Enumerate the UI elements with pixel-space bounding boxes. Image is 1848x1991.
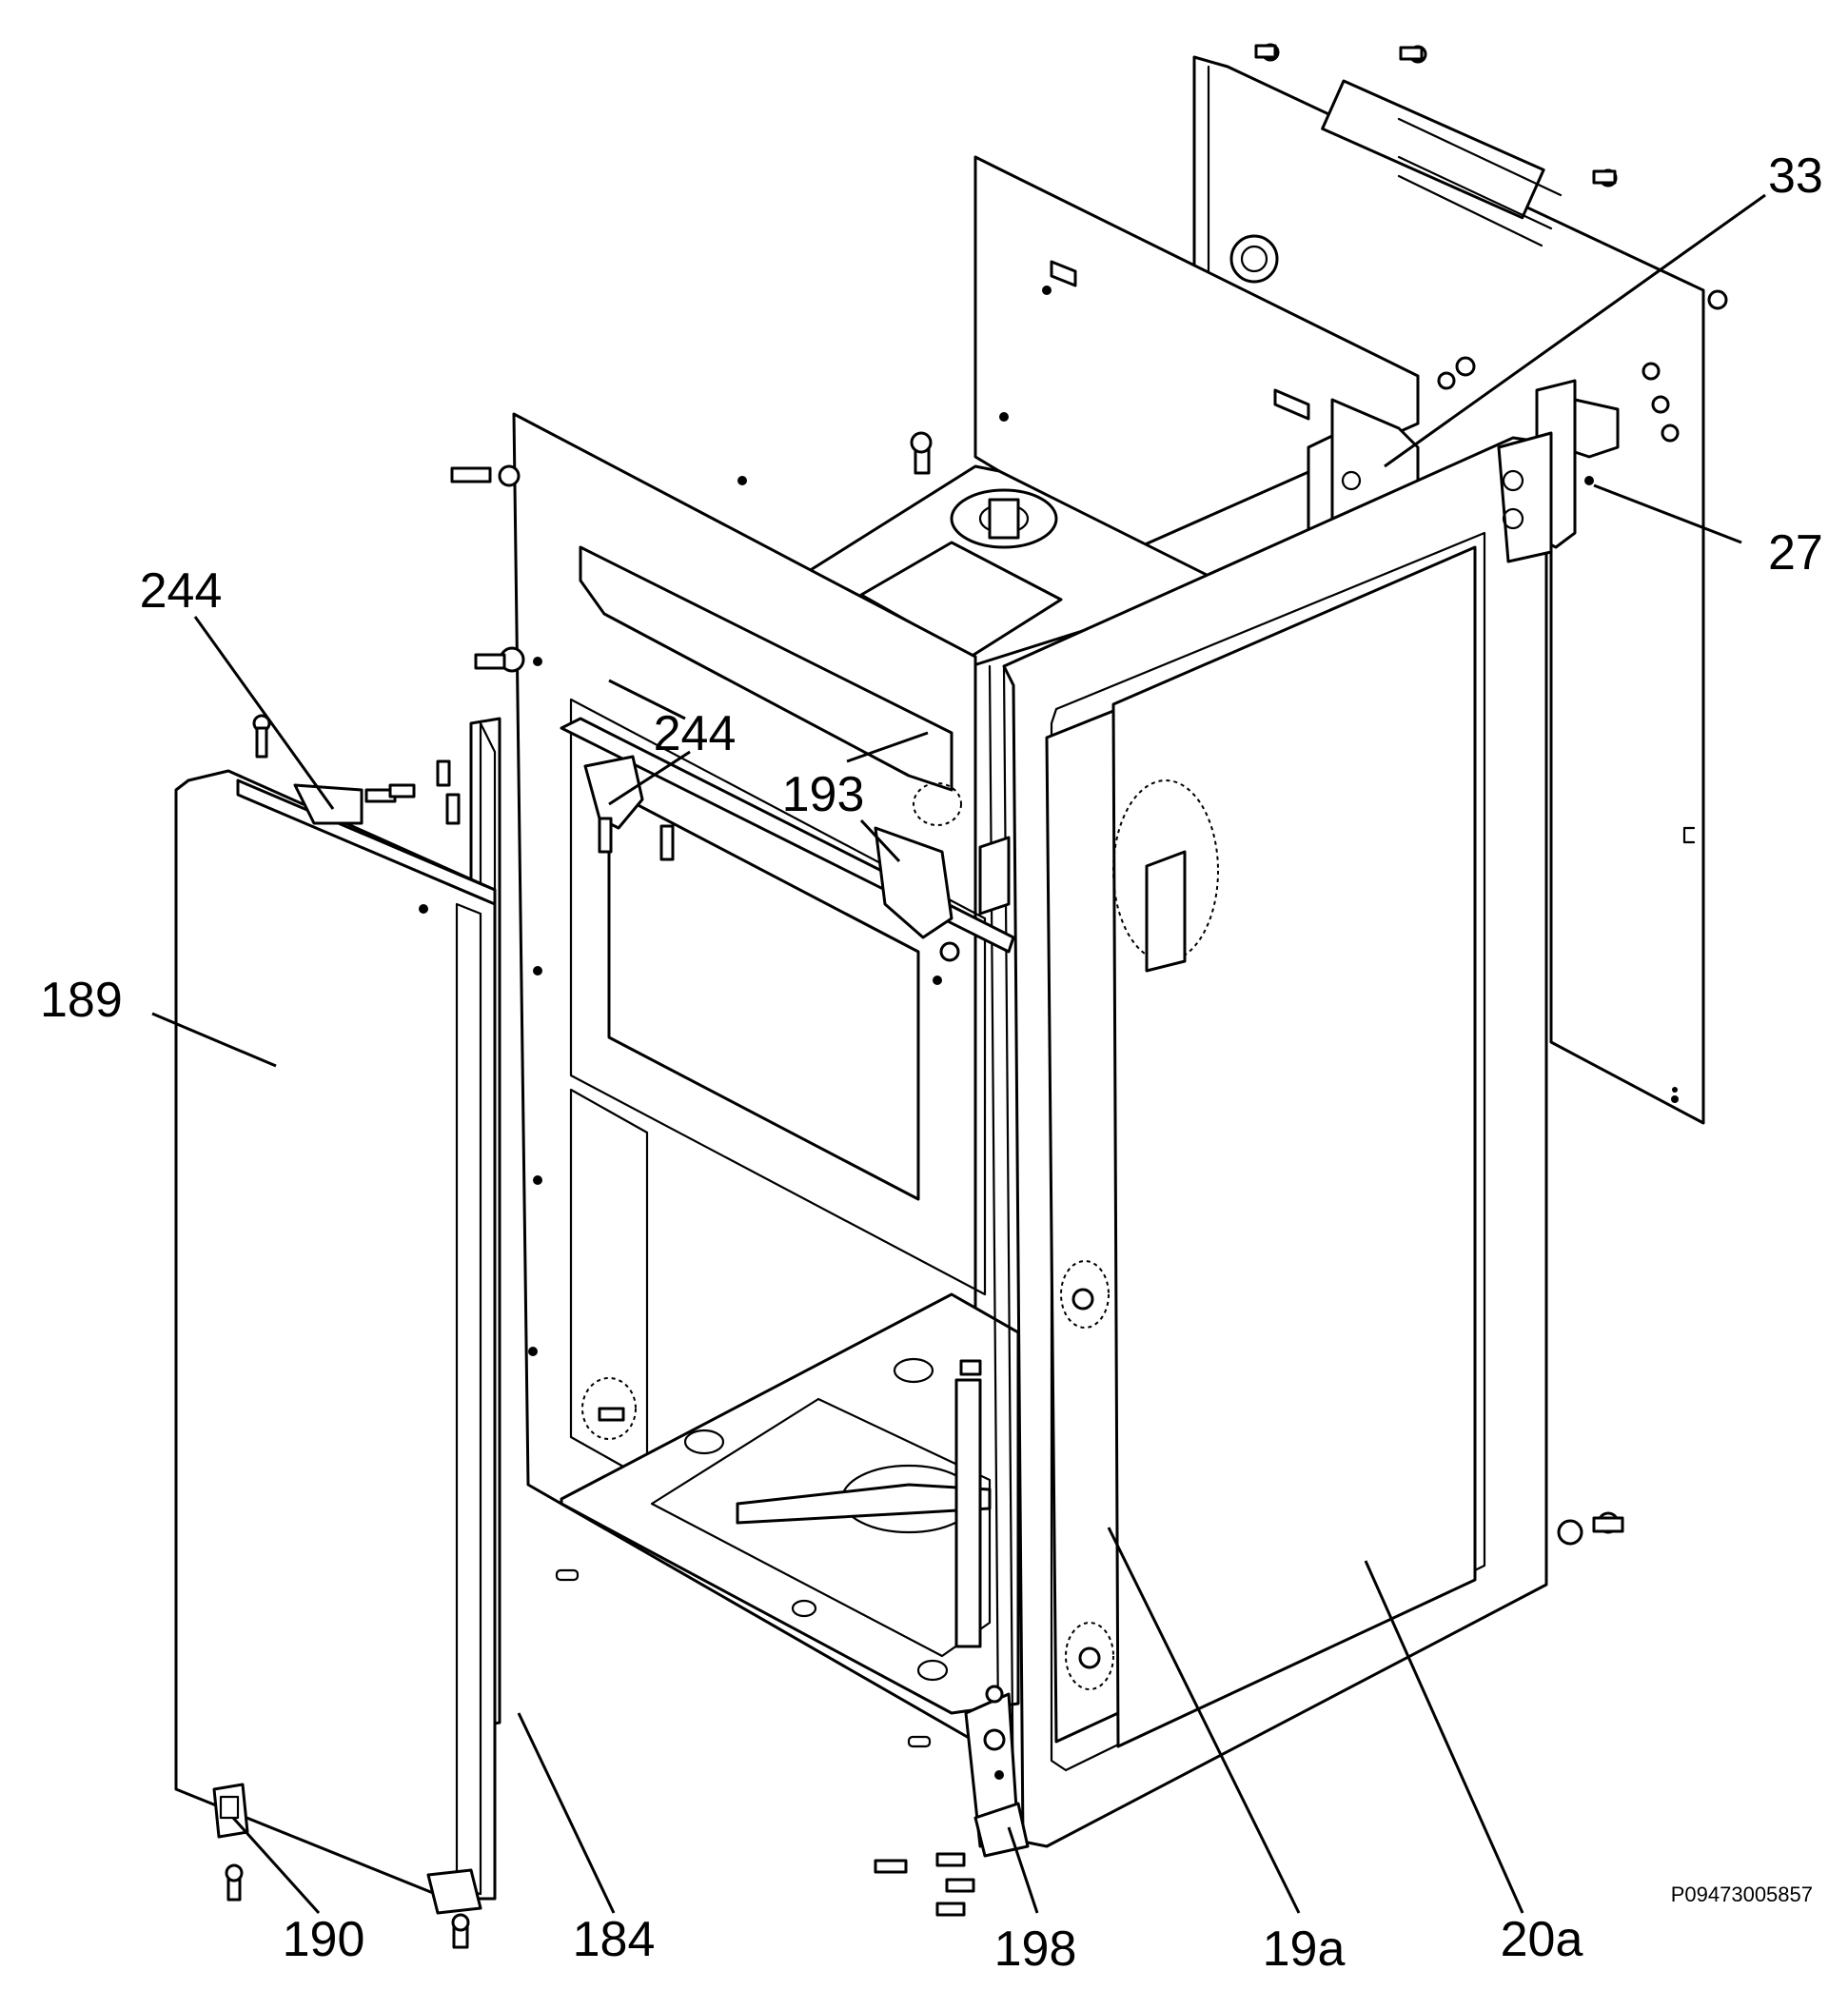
rear-back-panel — [1192, 55, 1705, 1125]
screws — [225, 43, 1728, 1949]
reference-code: P09473005857 — [1671, 1883, 1813, 1906]
callout-labels: 33 27 244 244 193 189 190 184 198 19a 20… — [40, 148, 1823, 1977]
callout-27: 27 — [1768, 525, 1823, 581]
oven-floor — [555, 1292, 1020, 1748]
callout-244-center: 244 — [654, 706, 737, 761]
bottom-hinge-198 — [964, 1692, 1030, 1858]
leader-lines — [151, 193, 1766, 1915]
side-door-189 — [174, 717, 501, 1915]
callout-189: 189 — [40, 973, 123, 1028]
callout-193: 193 — [782, 767, 865, 822]
callout-244-left: 244 — [140, 563, 223, 619]
callout-33: 33 — [1768, 148, 1823, 204]
callout-184: 184 — [573, 1912, 656, 1967]
callout-20a: 20a — [1501, 1912, 1583, 1967]
callout-190: 190 — [283, 1912, 365, 1967]
hinge-rail-assembly — [560, 717, 1219, 1690]
front-frame — [988, 431, 1553, 1848]
back-inner-wall — [973, 155, 1420, 611]
callout-19a: 19a — [1263, 1922, 1346, 1977]
callout-198: 198 — [994, 1922, 1077, 1977]
